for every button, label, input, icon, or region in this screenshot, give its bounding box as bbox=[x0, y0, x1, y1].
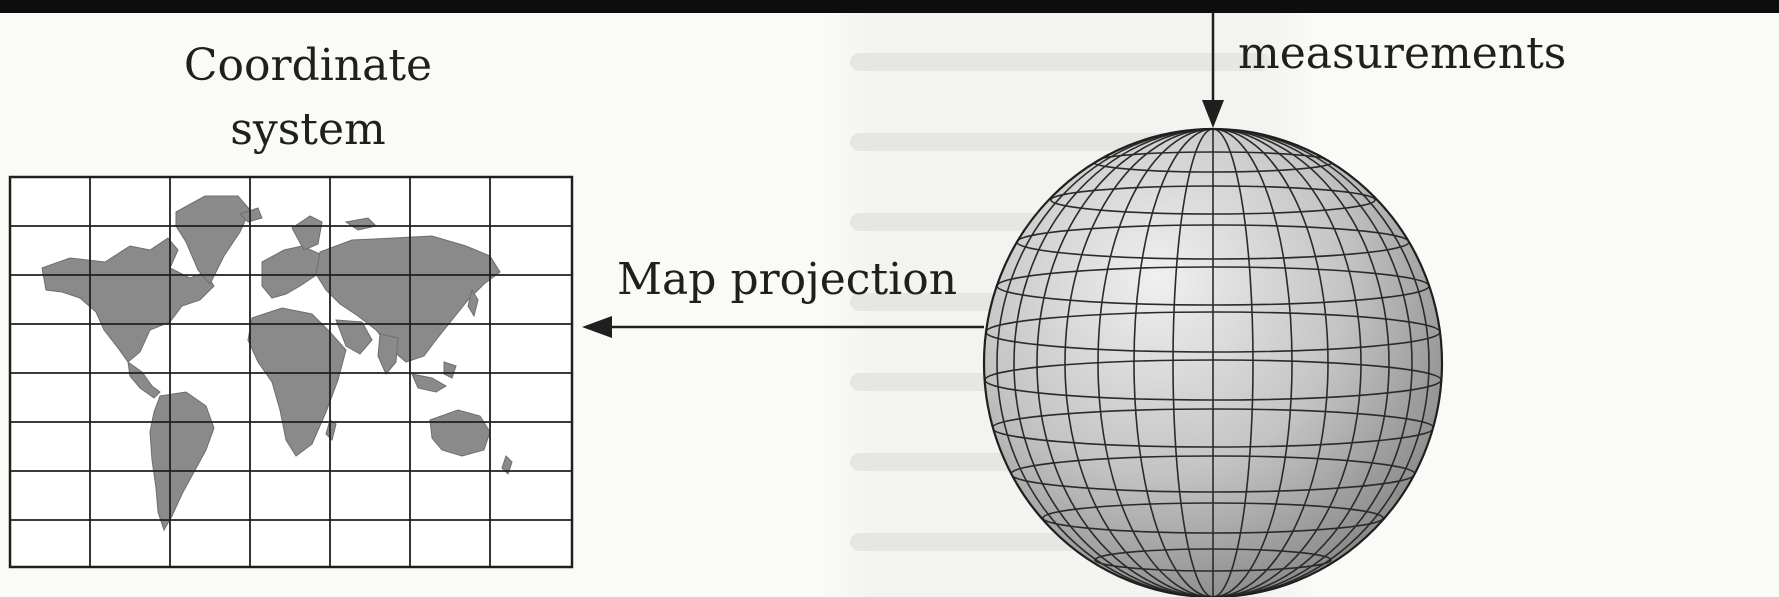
top-border-bar bbox=[0, 0, 1779, 13]
map-projection-label: Map projection bbox=[617, 254, 958, 305]
arrow-left-icon bbox=[582, 316, 984, 338]
coordinate-system-label-line2: system bbox=[230, 104, 386, 155]
map-gridlines bbox=[10, 177, 572, 567]
globe-graticule-icon bbox=[982, 127, 1444, 597]
coordinate-system-label-line1: Coordinate bbox=[183, 40, 433, 91]
world-map-grid-icon bbox=[8, 175, 574, 569]
measurements-label: measurements bbox=[1238, 28, 1567, 79]
continents bbox=[41, 195, 513, 532]
arrow-down-icon bbox=[1202, 13, 1224, 128]
